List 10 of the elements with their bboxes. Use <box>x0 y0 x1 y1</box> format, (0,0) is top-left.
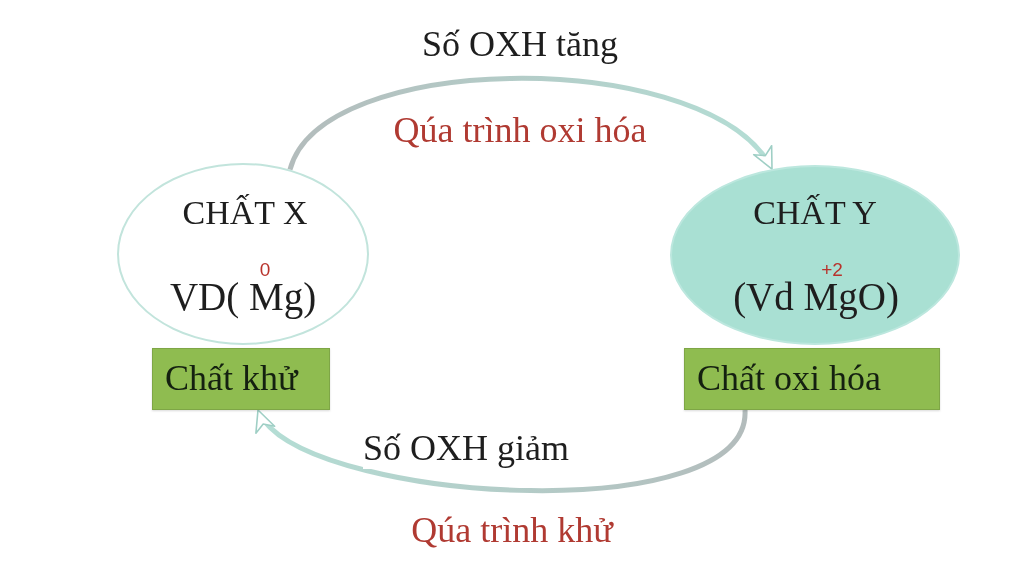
process-label: Qúa trình khử <box>411 510 613 552</box>
role-label: Chất oxi hóa <box>697 358 881 400</box>
substance-name: CHẤT Y <box>753 193 877 233</box>
curved-arrow <box>287 75 774 171</box>
role-label-box <box>152 348 330 410</box>
process-label: Qúa trình oxi hóa <box>393 110 647 152</box>
curved-arrow <box>256 408 748 493</box>
substance-name: CHẤT X <box>182 193 308 233</box>
role-label: Chất khử <box>165 358 298 400</box>
role-label-box <box>684 348 940 410</box>
